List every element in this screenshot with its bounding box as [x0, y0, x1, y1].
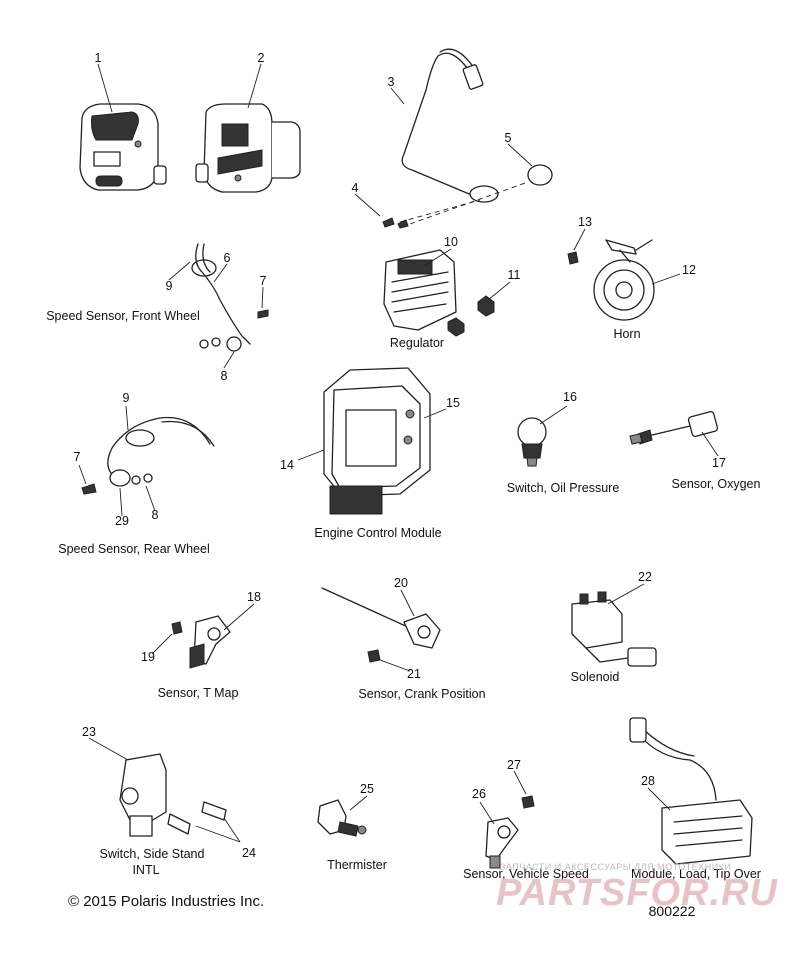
callout-9-front: 9	[165, 279, 173, 293]
label-horn: Horn	[613, 327, 641, 341]
side-stand-switch	[119, 753, 227, 837]
callout-2: 2	[257, 51, 265, 65]
watermark-subtext: ЗАПЧАСТИ И АКСЕССУАРЫ ДЛЯ МОТОТЕХНИКИ	[500, 862, 732, 872]
label-switch-oil-pressure: Switch, Oil Pressure	[506, 481, 620, 495]
horn-unit	[567, 239, 655, 321]
label-switch-side-stand: Switch, Side Stand	[99, 847, 205, 861]
oil-pressure-switch	[517, 417, 547, 467]
callout-17: 17	[712, 456, 726, 470]
label-thermister: Thermister	[327, 858, 387, 872]
callout-9-rear: 9	[122, 391, 130, 405]
callout-8-front: 8	[220, 369, 228, 383]
label-sensor-t-map: Sensor, T Map	[157, 686, 239, 700]
label-speed-sensor-front: Speed Sensor, Front Wheel	[46, 309, 200, 323]
callout-16: 16	[563, 390, 577, 404]
callout-28: 28	[641, 774, 655, 788]
thermister-unit	[317, 799, 367, 837]
callout-13: 13	[578, 215, 592, 229]
callout-12: 12	[682, 263, 696, 277]
sensor-harness-assembly	[382, 48, 553, 229]
callout-19: 19	[141, 650, 155, 664]
label-module-load-tip-over: Module, Load, Tip Over	[631, 867, 761, 881]
callout-8-rear: 8	[151, 508, 159, 522]
callout-7-rear: 7	[73, 450, 81, 464]
callout-11: 11	[507, 268, 521, 282]
regulator-unit	[383, 249, 495, 337]
t-map-sensor	[171, 615, 231, 669]
label-sensor-oxygen: Sensor, Oxygen	[671, 477, 761, 491]
part-number: 800222	[648, 903, 696, 919]
label-solenoid: Solenoid	[570, 670, 620, 684]
right-switch-housing	[195, 103, 301, 193]
callout-24: 24	[242, 846, 256, 860]
callout-26: 26	[472, 787, 486, 801]
front-speed-sensor	[191, 243, 269, 352]
callout-15: 15	[446, 396, 460, 410]
callout-18: 18	[247, 590, 261, 604]
watermark-logo: PARTSFOR.RU	[496, 872, 778, 914]
callout-25: 25	[360, 782, 374, 796]
callout-10: 10	[444, 235, 458, 249]
label-regulator: Regulator	[389, 336, 445, 350]
callout-20: 20	[394, 576, 408, 590]
tip-over-module	[629, 717, 753, 865]
label-intl: INTL	[132, 863, 160, 877]
ecm-unit	[323, 367, 431, 515]
leader-lines	[78, 63, 719, 843]
label-speed-sensor-rear: Speed Sensor, Rear Wheel	[58, 542, 210, 556]
copyright-text: © 2015 Polaris Industries Inc.	[68, 893, 265, 910]
left-switch-housing	[79, 103, 167, 191]
label-sensor-crank-position: Sensor, Crank Position	[358, 687, 486, 701]
callout-6: 6	[223, 251, 231, 265]
rear-speed-sensor	[81, 416, 215, 495]
label-sensor-vehicle-speed: Sensor, Vehicle Speed	[463, 867, 589, 881]
callout-21: 21	[407, 667, 421, 681]
crank-position-sensor	[321, 587, 441, 663]
callout-4: 4	[351, 181, 359, 195]
label-engine-control-module: Engine Control Module	[314, 526, 442, 540]
callout-29: 29	[115, 514, 129, 528]
callout-14: 14	[280, 458, 294, 472]
callout-23: 23	[82, 725, 96, 739]
callout-22: 22	[638, 570, 652, 584]
callout-3: 3	[387, 75, 395, 89]
oxygen-sensor	[629, 411, 719, 445]
callout-27: 27	[507, 758, 521, 772]
callout-5: 5	[504, 131, 512, 145]
solenoid-unit	[571, 591, 657, 667]
callout-7-front: 7	[259, 274, 267, 288]
callout-1: 1	[94, 51, 102, 65]
vehicle-speed-sensor	[485, 795, 535, 869]
